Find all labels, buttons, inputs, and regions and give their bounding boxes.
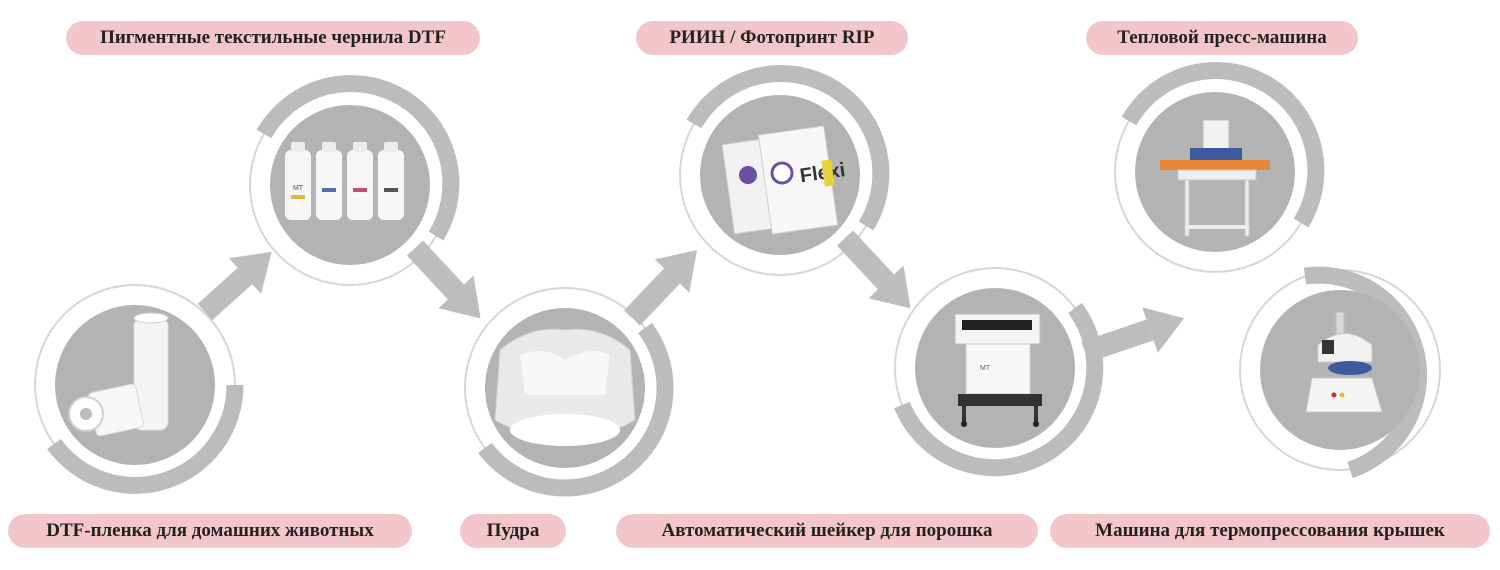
label-powder: Пудра [460,514,566,548]
node-pet-film [34,284,244,494]
shaker-brand: MT [980,365,991,372]
node-cap-press [1239,266,1441,479]
label-cap-press: Машина для термопрессования крышек [1050,514,1490,548]
label-shaker: Автоматический шейкер для порошка [616,514,1038,548]
node-shaker: MT [894,267,1104,477]
node-pigment-ink: MT [249,75,460,286]
label-heat-press: Тепловой пресс-машина [1086,21,1358,55]
ink-bottle-brand: MT [293,185,304,192]
heat-press-icon [1160,119,1270,237]
node-rip: Flexi [679,65,890,276]
printer-shaker-icon: MT [954,313,1042,427]
label-pigment-ink: Пигментные текстильные чернила DTF [66,21,480,55]
arrow-icon [197,234,288,321]
label-rip: РИИН / Фотопринт RIP [636,21,908,55]
node-powder [464,287,674,497]
arrow-icon [1081,295,1192,363]
label-pet-film: DTF-пленка для домашних животных [8,514,412,548]
arrow-icon [836,230,929,325]
arrow-icon [406,240,499,335]
arrow-icon [624,233,715,326]
rip-software-icon: Flexi [721,125,847,235]
film-roll-icon [68,312,169,437]
node-heat-press [1114,62,1325,273]
cap-press-icon [1305,311,1383,413]
ink-bottles-icon: MT [285,142,404,220]
powder-bag-icon [494,328,636,446]
